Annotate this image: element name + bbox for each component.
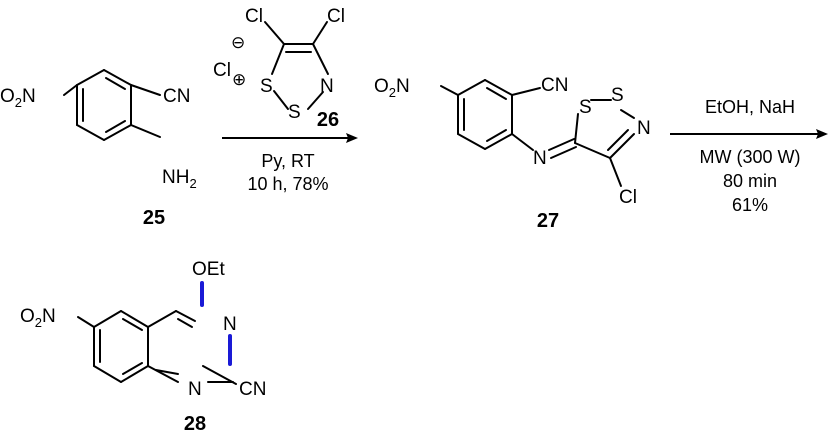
compound-number-26: 26 bbox=[317, 109, 339, 131]
nitro-group-label: O2N bbox=[374, 76, 410, 100]
compound-number-25: 25 bbox=[143, 207, 165, 229]
compound-number-28: 28 bbox=[184, 413, 206, 435]
nitrogen-label: N bbox=[320, 76, 334, 97]
nitro-group-label: O2N bbox=[20, 306, 56, 330]
chloride-counterion: Cl bbox=[213, 60, 231, 81]
compound-25-bonds bbox=[63, 69, 161, 141]
compound-28: OEt O2N N N CN 28 bbox=[20, 259, 266, 435]
reaction-arrow-2 bbox=[670, 129, 828, 139]
step2-reagents: EtOH, NaH bbox=[705, 97, 795, 117]
nitro-group-label: O2N bbox=[0, 86, 36, 110]
step2-condition-line3: 61% bbox=[732, 195, 768, 215]
n3-label: N bbox=[223, 314, 237, 335]
step1-condition-line2: 10 h, 78% bbox=[247, 174, 328, 194]
amine-label: NH2 bbox=[162, 167, 197, 191]
n1-label: N bbox=[188, 379, 202, 400]
nitrile-label: CN bbox=[163, 86, 190, 107]
compound-25: O2N CN NH2 25 bbox=[0, 69, 197, 229]
nitrile-label: CN bbox=[239, 379, 266, 400]
compound-26-bonds bbox=[264, 21, 329, 110]
chloro-label-right: Cl bbox=[327, 6, 345, 27]
anion-charge-sign: ⊖ bbox=[231, 33, 245, 52]
nitrile-label: CN bbox=[541, 75, 568, 96]
ethoxy-label: OEt bbox=[192, 259, 225, 280]
chloro-label: Cl bbox=[619, 187, 637, 208]
step1-condition-line1: Py, RT bbox=[261, 151, 314, 171]
chloro-label-left: Cl bbox=[245, 6, 263, 27]
ring-nitrogen-label: N bbox=[637, 118, 651, 139]
sulfur-label-2: S bbox=[288, 102, 301, 123]
step2-condition-line2: 80 min bbox=[723, 171, 777, 191]
compound-28-bonds bbox=[77, 310, 237, 385]
compound-27-bonds bbox=[440, 79, 635, 187]
step2-condition-line1: MW (300 W) bbox=[700, 147, 801, 167]
reaction-arrow-1 bbox=[222, 133, 358, 143]
compound-27: O2N CN S S N N Cl 27 bbox=[374, 75, 651, 232]
compound-26: Cl Cl ⊖ Cl ⊕ S N S 26 bbox=[213, 6, 345, 131]
sulfur-label-2: S bbox=[611, 85, 624, 106]
sulfur-label-1: S bbox=[579, 97, 592, 118]
sulfur-label-1: S bbox=[260, 76, 273, 97]
cation-charge-sign: ⊕ bbox=[232, 70, 246, 89]
compound-number-27: 27 bbox=[537, 210, 559, 232]
imine-nitrogen-label: N bbox=[533, 148, 547, 169]
